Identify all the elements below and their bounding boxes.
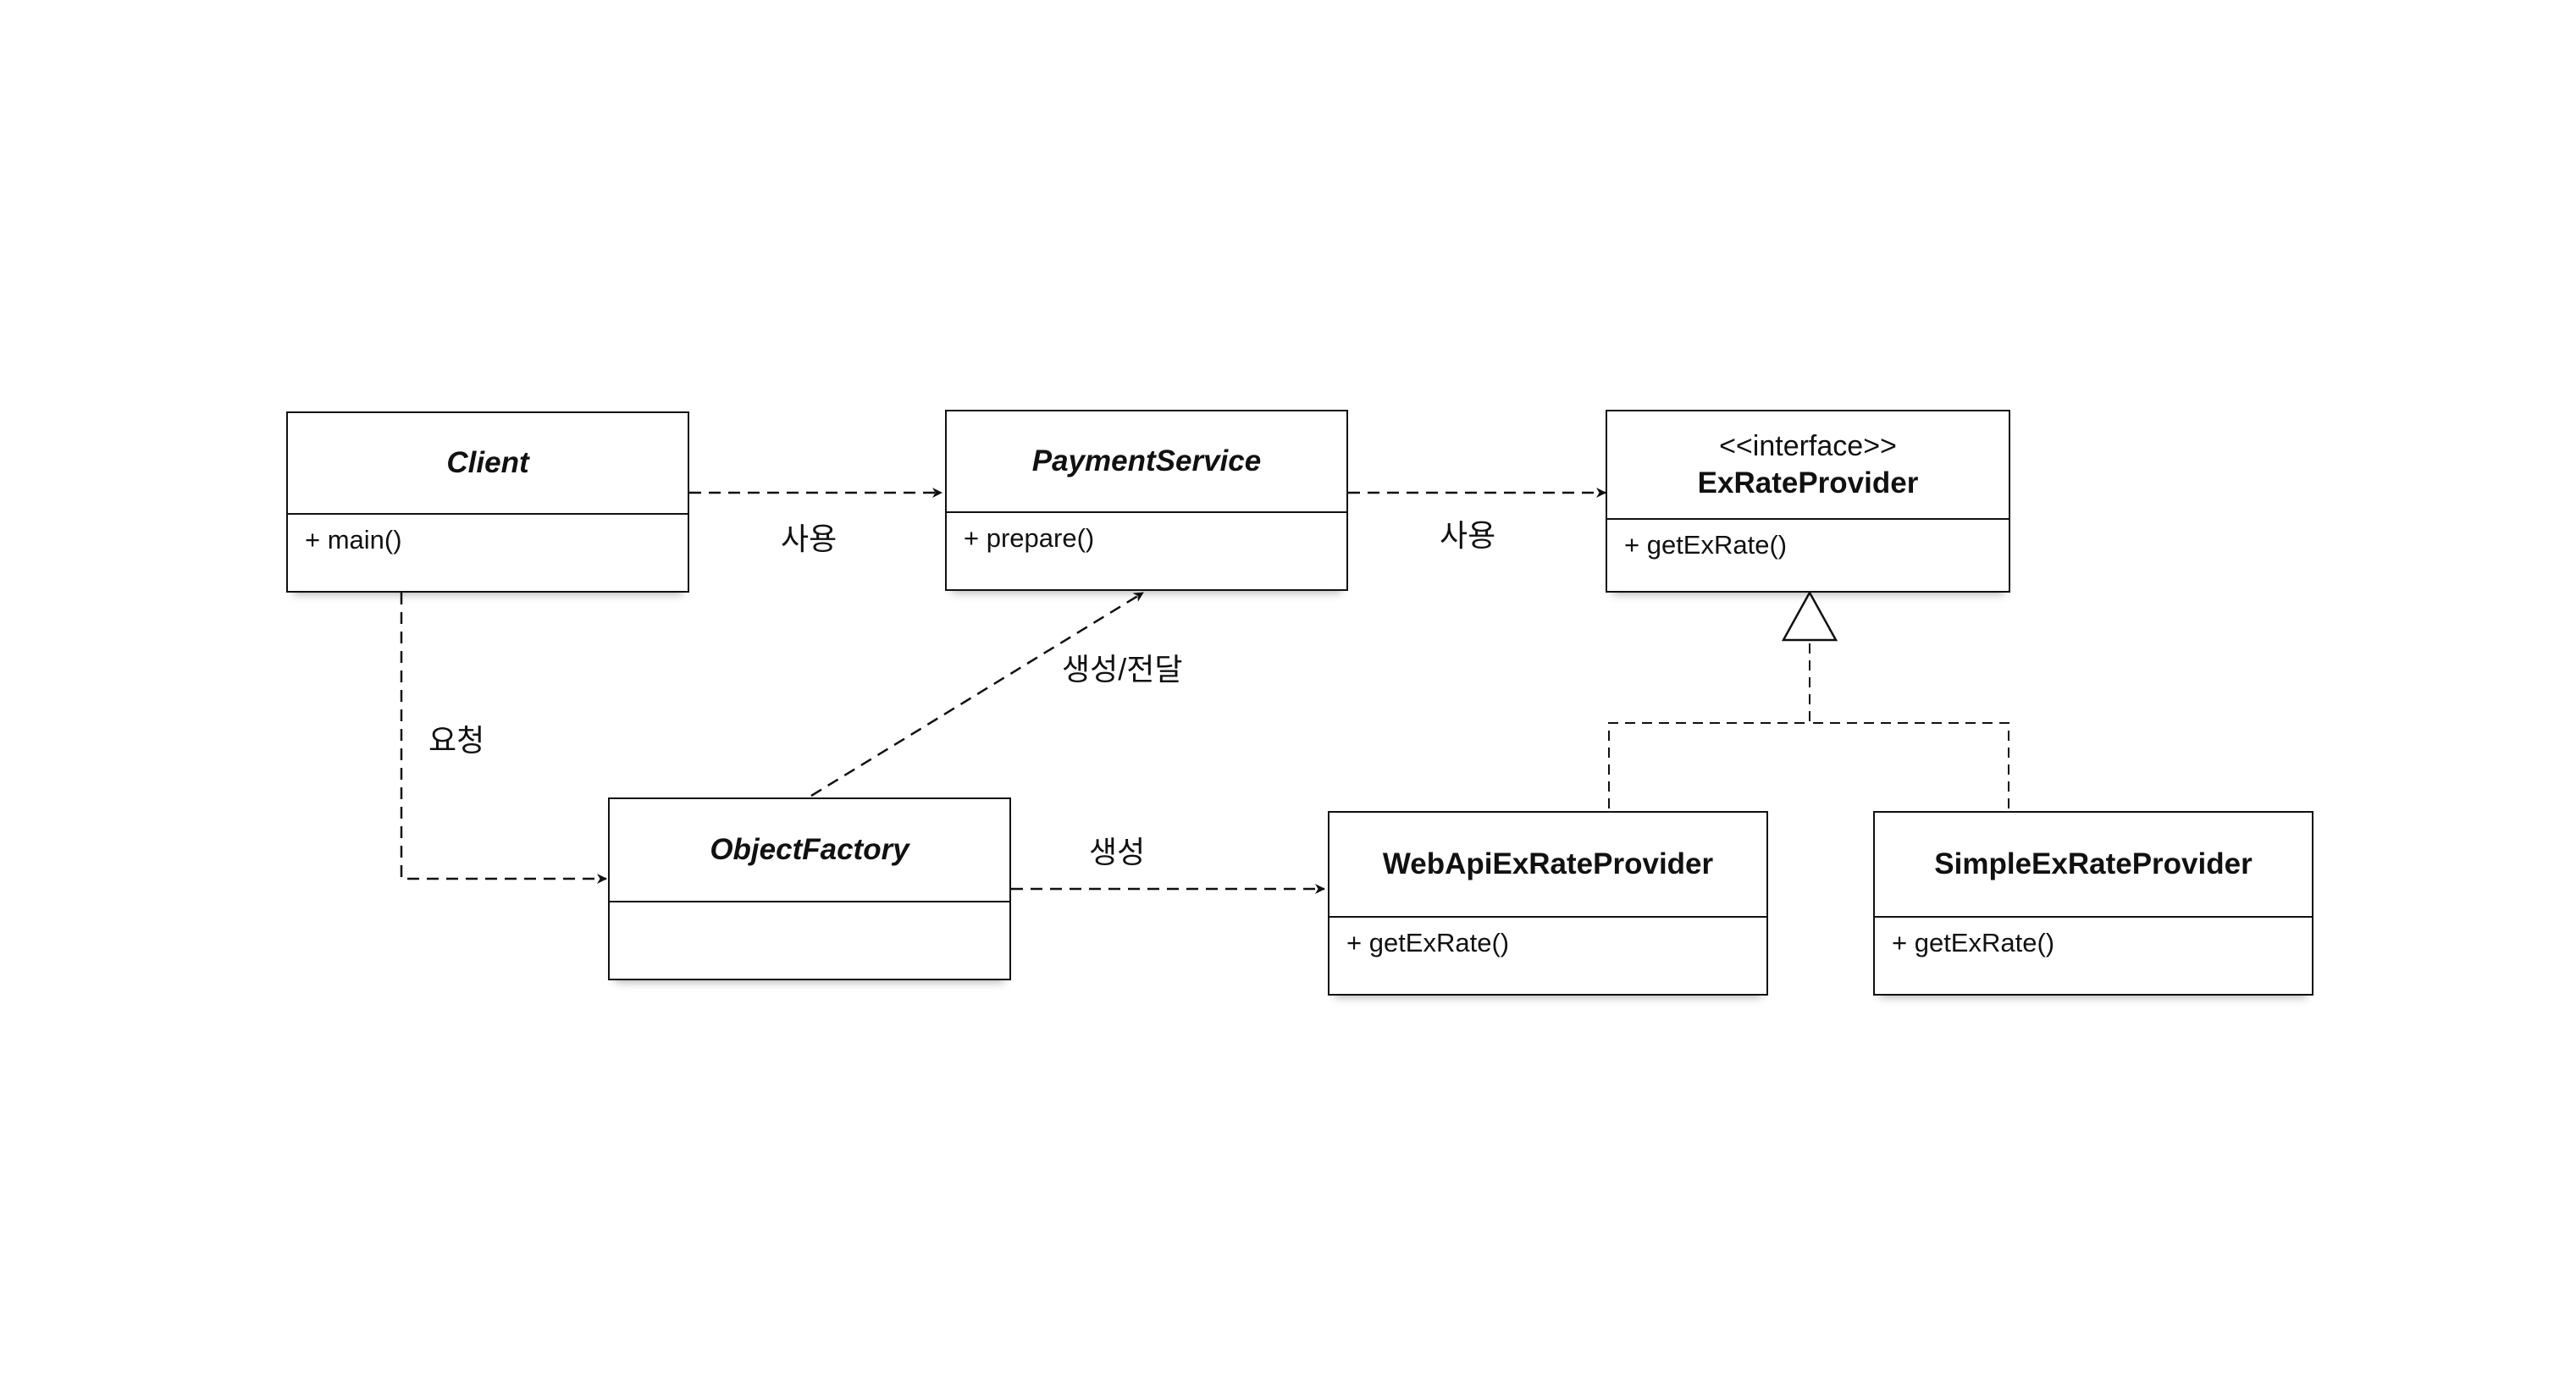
web-api-ex-rate-provider-methods: + getExRate() [1329, 918, 1766, 994]
object-factory-class: ObjectFactory [608, 797, 1011, 980]
factory-creates-payment-label: 생성/전달 [1062, 652, 1183, 687]
client-name: Client [446, 446, 529, 479]
payment-service-class: PaymentService + prepare() [945, 410, 1348, 591]
ex-rate-provider-method: + getExRate() [1624, 530, 1788, 560]
simple-realization-line [1810, 722, 2009, 808]
ex-rate-provider-methods: + getExRate() [1607, 520, 2009, 591]
ex-rate-provider-header: <<interface>> ExRateProvider [1607, 411, 2009, 520]
webapi-realization-line [1608, 640, 1810, 808]
payment-uses-provider-label: 사용 [1440, 518, 1496, 553]
client-requests-factory-label: 요청 [428, 723, 485, 758]
web-api-ex-rate-provider-header: WebApiExRateProvider [1329, 813, 1766, 918]
interface-stereotype: <<interface>> [1719, 430, 1897, 462]
simple-ex-rate-provider-header: SimpleExRateProvider [1875, 813, 2312, 918]
simple-ex-rate-provider-method: + getExRate() [1892, 928, 2055, 957]
ex-rate-provider-interface: <<interface>> ExRateProvider + getExRate… [1606, 410, 2010, 593]
payment-service-method: + prepare() [964, 523, 1095, 553]
payment-service-methods: + prepare() [947, 513, 1346, 589]
simple-ex-rate-provider-name: SimpleExRateProvider [1934, 847, 2253, 880]
client-method: + main() [305, 525, 402, 555]
factory-creates-webapi-label: 생성 [1089, 835, 1146, 869]
client-class: Client + main() [286, 411, 689, 593]
payment-service-header: PaymentService [947, 411, 1346, 513]
realization-triangle [1781, 590, 1838, 642]
web-api-ex-rate-provider-name: WebApiExRateProvider [1382, 847, 1714, 880]
web-api-ex-rate-provider-method: + getExRate() [1346, 928, 1510, 957]
simple-ex-rate-provider-methods: + getExRate() [1875, 918, 2312, 994]
client-header: Client [288, 413, 688, 515]
payment-service-name: PaymentService [1031, 444, 1262, 477]
web-api-ex-rate-provider-class: WebApiExRateProvider + getExRate() [1328, 811, 1768, 996]
ex-rate-provider-name: ExRateProvider [1697, 466, 1919, 499]
object-factory-methods [610, 902, 1009, 979]
simple-ex-rate-provider-class: SimpleExRateProvider + getExRate() [1873, 811, 2313, 996]
client-uses-payment-label: 사용 [781, 521, 837, 556]
client-methods: + main() [288, 515, 688, 591]
object-factory-name: ObjectFactory [710, 833, 909, 866]
factory-creates-payment-arrow [810, 591, 1144, 797]
object-factory-header: ObjectFactory [610, 799, 1009, 902]
